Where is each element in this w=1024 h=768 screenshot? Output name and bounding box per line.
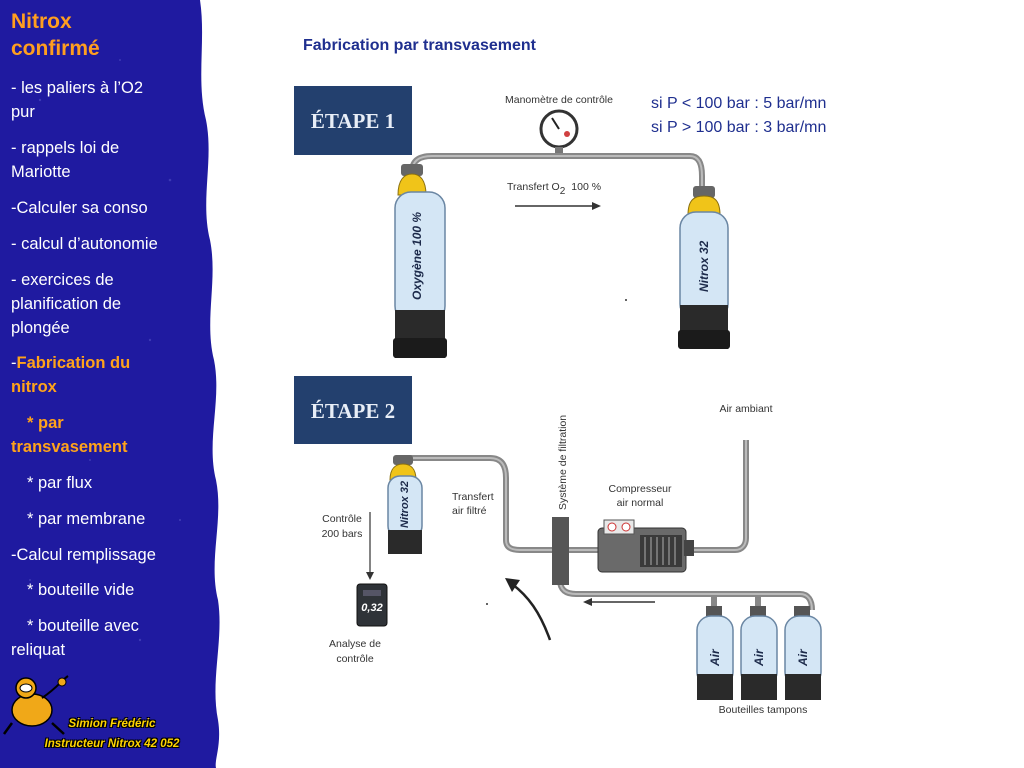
nitrox-tank-step2 bbox=[387, 455, 423, 554]
compressor-label-line1: Compresseur bbox=[608, 483, 672, 495]
compressor-label-line2: air normal bbox=[617, 497, 664, 509]
nav-item-label: Fabrication du bbox=[16, 354, 131, 372]
page-title: Fabrication par transvasement bbox=[303, 37, 536, 54]
buffer-tank-label-3: Air bbox=[796, 648, 810, 667]
nav-item-label: - calcul d’autonomie bbox=[11, 235, 158, 253]
nav-item-label: * bouteille vide bbox=[27, 581, 135, 599]
control-label-line2: 200 bars bbox=[322, 528, 363, 540]
sidebar: Nitrox confirmé - les paliers à l’O2 pur… bbox=[0, 0, 224, 768]
arrow-down-icon bbox=[366, 512, 374, 580]
author-role: Instructeur Nitrox 42 052 bbox=[44, 738, 180, 750]
buffer-tank-2 bbox=[740, 606, 778, 700]
step1-box bbox=[294, 86, 412, 155]
oxygen-analyzer bbox=[356, 583, 388, 627]
nitrox-tank-label-step1: Nitrox 32 bbox=[697, 240, 711, 292]
nav-item-exercices[interactable]: - exercices de planification de plongée bbox=[11, 268, 121, 340]
step1-label: ÉTAPE 1 bbox=[311, 109, 395, 133]
nav-item-label: planification de bbox=[11, 295, 122, 313]
rate-note-high: si P > 100 bar : 3 bar/mn bbox=[651, 119, 827, 136]
nav-item-label: * par membrane bbox=[27, 510, 146, 528]
control-label-line1: Contrôle bbox=[322, 513, 362, 525]
step2-label: ÉTAPE 2 bbox=[311, 399, 395, 423]
transfer-air-label-line1: Transfert bbox=[452, 491, 494, 503]
air-ambient-label: Air ambiant bbox=[719, 403, 772, 415]
nav-item-bouteille-vide[interactable]: * bouteille vide bbox=[27, 578, 134, 602]
compressor bbox=[597, 519, 694, 573]
nav-item-label: - exercices de bbox=[11, 271, 114, 289]
oxygen-tank bbox=[393, 164, 447, 358]
analysis-label-line2: contrôle bbox=[336, 653, 374, 665]
nav-item-label: * par flux bbox=[27, 474, 93, 492]
nav-item-label: * par bbox=[27, 414, 64, 432]
nav-item-dash: - bbox=[11, 354, 17, 372]
nav-item-membrane[interactable]: * par membrane bbox=[27, 507, 145, 531]
buffer-tank-label-1: Air bbox=[708, 648, 722, 667]
nav-item-label: pur bbox=[11, 103, 35, 121]
nav-item-label: * bouteille avec bbox=[27, 617, 139, 635]
rate-note-low: si P < 100 bar : 5 bar/mn bbox=[651, 95, 827, 112]
nav-item-label: - rappels loi de bbox=[11, 139, 120, 157]
buffers-label: Bouteilles tampons bbox=[719, 704, 808, 716]
analyzer-value: 0,32 bbox=[361, 602, 382, 614]
sidebar-title-line1: Nitrox bbox=[11, 10, 72, 33]
nav-item-label: transvasement bbox=[11, 438, 128, 456]
transfer-air-label-line2: air filtré bbox=[452, 505, 487, 517]
gauge-label: Manomètre de contrôle bbox=[505, 94, 613, 106]
nav-item-paliers[interactable]: - les paliers à l’O2 pur bbox=[11, 76, 143, 124]
buffer-tank-1 bbox=[696, 606, 734, 700]
nav-item-label: Mariotte bbox=[11, 163, 71, 181]
nav-item-reliquat[interactable]: * bouteille avec reliquat bbox=[11, 614, 139, 662]
nitrox-tank-step1 bbox=[678, 186, 730, 349]
step2-box bbox=[294, 376, 412, 444]
nav-item-mariotte[interactable]: - rappels loi de Mariotte bbox=[11, 136, 119, 184]
nav-item-fabrication[interactable]: -Fabrication du nitrox bbox=[11, 351, 130, 399]
diver-mascot-icon bbox=[2, 675, 69, 735]
nav-item-label: plongée bbox=[11, 319, 70, 337]
analysis-label-line1: Analyse de bbox=[329, 638, 381, 650]
nav-item-autonomie[interactable]: - calcul d’autonomie bbox=[11, 232, 158, 256]
filter-column bbox=[552, 517, 569, 585]
gauge-icon bbox=[539, 109, 579, 157]
nav-item-transvasement[interactable]: * par transvasement bbox=[11, 411, 127, 459]
nav-item-label: -Calculer sa conso bbox=[11, 199, 148, 217]
filter-label: Système de filtration bbox=[557, 415, 569, 510]
arrow-left-icon bbox=[583, 598, 655, 606]
nav-item-label: -Calcul remplissage bbox=[11, 546, 156, 564]
oxygen-tank-label: Oxygène 100 % bbox=[410, 212, 424, 300]
nav-item-label: nitrox bbox=[11, 378, 57, 396]
nitrox-tank-label-step2: Nitrox 32 bbox=[399, 481, 411, 528]
curved-arrow-icon bbox=[505, 578, 552, 641]
nav-item-flux[interactable]: * par flux bbox=[27, 471, 92, 495]
buffer-tank-label-2: Air bbox=[752, 648, 766, 667]
nav-item-label: - les paliers à l’O2 bbox=[11, 79, 144, 97]
buffer-tank-3 bbox=[784, 606, 822, 700]
sidebar-title-line2: confirmé bbox=[11, 37, 100, 60]
arrow-right-icon bbox=[515, 202, 601, 210]
sidebar-title: Nitrox confirmé bbox=[11, 8, 100, 62]
sidebar-background bbox=[0, 0, 220, 768]
nav-item-label: reliquat bbox=[11, 641, 66, 659]
nav-item-conso[interactable]: -Calculer sa conso bbox=[11, 196, 148, 220]
nav-item-remplissage[interactable]: -Calcul remplissage bbox=[11, 543, 156, 567]
author-name: Simion Frédéric bbox=[68, 718, 156, 730]
